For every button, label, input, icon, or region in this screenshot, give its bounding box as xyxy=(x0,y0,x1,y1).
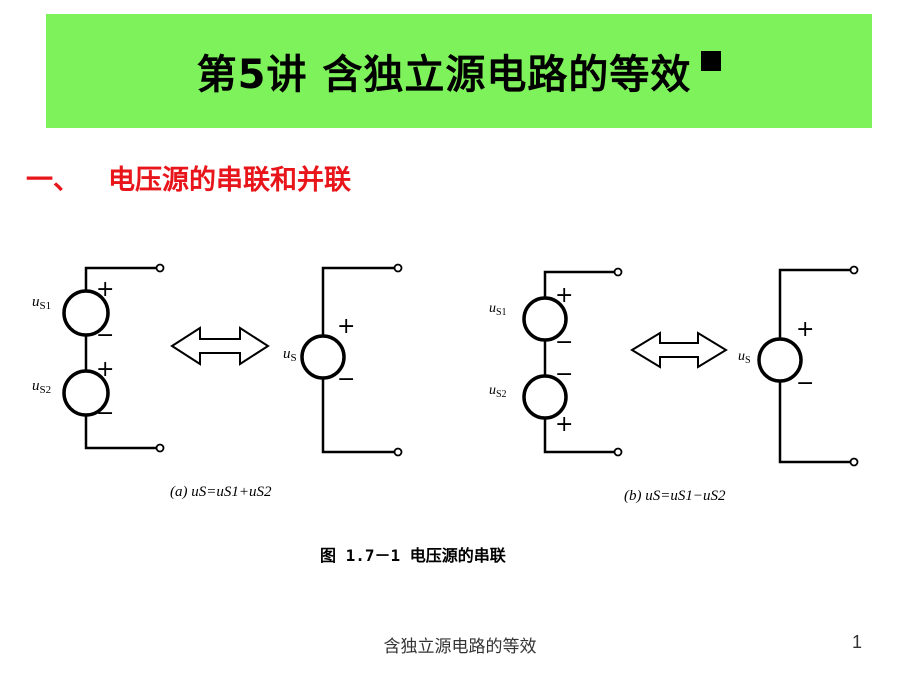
circuit-b-right xyxy=(757,265,859,467)
minus-sign: − xyxy=(555,330,573,355)
label-us: uS xyxy=(738,349,751,366)
double-arrow-b xyxy=(630,331,728,369)
page-number: 1 xyxy=(852,632,863,652)
voltage-source-us xyxy=(757,337,803,383)
terminal-node xyxy=(393,447,403,457)
terminal-node xyxy=(393,263,403,273)
terminal-node xyxy=(849,457,859,467)
plus-sign: + xyxy=(555,412,573,437)
plus-sign: + xyxy=(337,314,355,339)
circuit-a-right-labels: uS xyxy=(283,346,297,364)
label-us: uS xyxy=(283,346,297,364)
section-heading: 一、电压源的串联和并联 xyxy=(26,158,351,197)
section-number: 一、 xyxy=(26,165,80,196)
voltage-source-us2 xyxy=(62,369,110,417)
circuit-a-left xyxy=(62,263,165,453)
circuit-b-left-labels: uS1 uS2 xyxy=(489,301,507,400)
circuit-b-left-polarity: + − − + xyxy=(555,283,573,437)
voltage-source-us2 xyxy=(522,374,568,420)
plus-sign: + xyxy=(555,283,573,308)
figure-caption: 图 1.7－1 电压源的串联 xyxy=(320,546,506,565)
minus-sign: − xyxy=(796,371,814,396)
section-title: 电压源的串联和并联 xyxy=(108,165,351,196)
circuit-b-left xyxy=(522,267,623,457)
minus-sign: − xyxy=(337,367,355,392)
circuit-a-left-labels: uS1 uS2 xyxy=(32,294,51,396)
circuit-a-right xyxy=(300,263,403,457)
terminal-node xyxy=(613,447,623,457)
label-us1: uS1 xyxy=(32,294,51,312)
formula-b: (b) uS=uS1−uS2 xyxy=(624,488,726,504)
slide-title: 第5讲 含独立源电路的等效 xyxy=(196,52,692,98)
double-arrow-a xyxy=(170,326,270,366)
terminal-node xyxy=(155,263,165,273)
black-square-icon xyxy=(701,51,722,71)
label-us1: uS1 xyxy=(489,301,507,318)
voltage-source-us xyxy=(300,334,346,380)
label-us2: uS2 xyxy=(32,378,51,396)
footer-title: 含独立源电路的等效 xyxy=(383,637,537,657)
terminal-node xyxy=(613,267,623,277)
plus-sign: + xyxy=(96,357,114,382)
minus-sign: − xyxy=(96,401,114,426)
circuit-a-left-polarity: + − + − xyxy=(96,277,114,426)
minus-sign: − xyxy=(96,323,114,348)
label-us2: uS2 xyxy=(489,383,507,400)
plus-sign: + xyxy=(96,277,114,302)
circuit-b-right-polarity: + − xyxy=(796,317,814,396)
minus-sign: − xyxy=(555,362,573,387)
terminal-node xyxy=(849,265,859,275)
circuit-b-right-labels: uS xyxy=(738,349,751,366)
voltage-source-us1 xyxy=(522,296,568,342)
formula-a: (a) uS=uS1+uS2 xyxy=(170,484,272,500)
voltage-source-us1 xyxy=(62,289,110,337)
circuit-a-right-polarity: + − xyxy=(337,314,355,392)
title-banner: 第5讲 含独立源电路的等效 xyxy=(46,14,872,128)
terminal-node xyxy=(155,443,165,453)
plus-sign: + xyxy=(796,317,814,342)
